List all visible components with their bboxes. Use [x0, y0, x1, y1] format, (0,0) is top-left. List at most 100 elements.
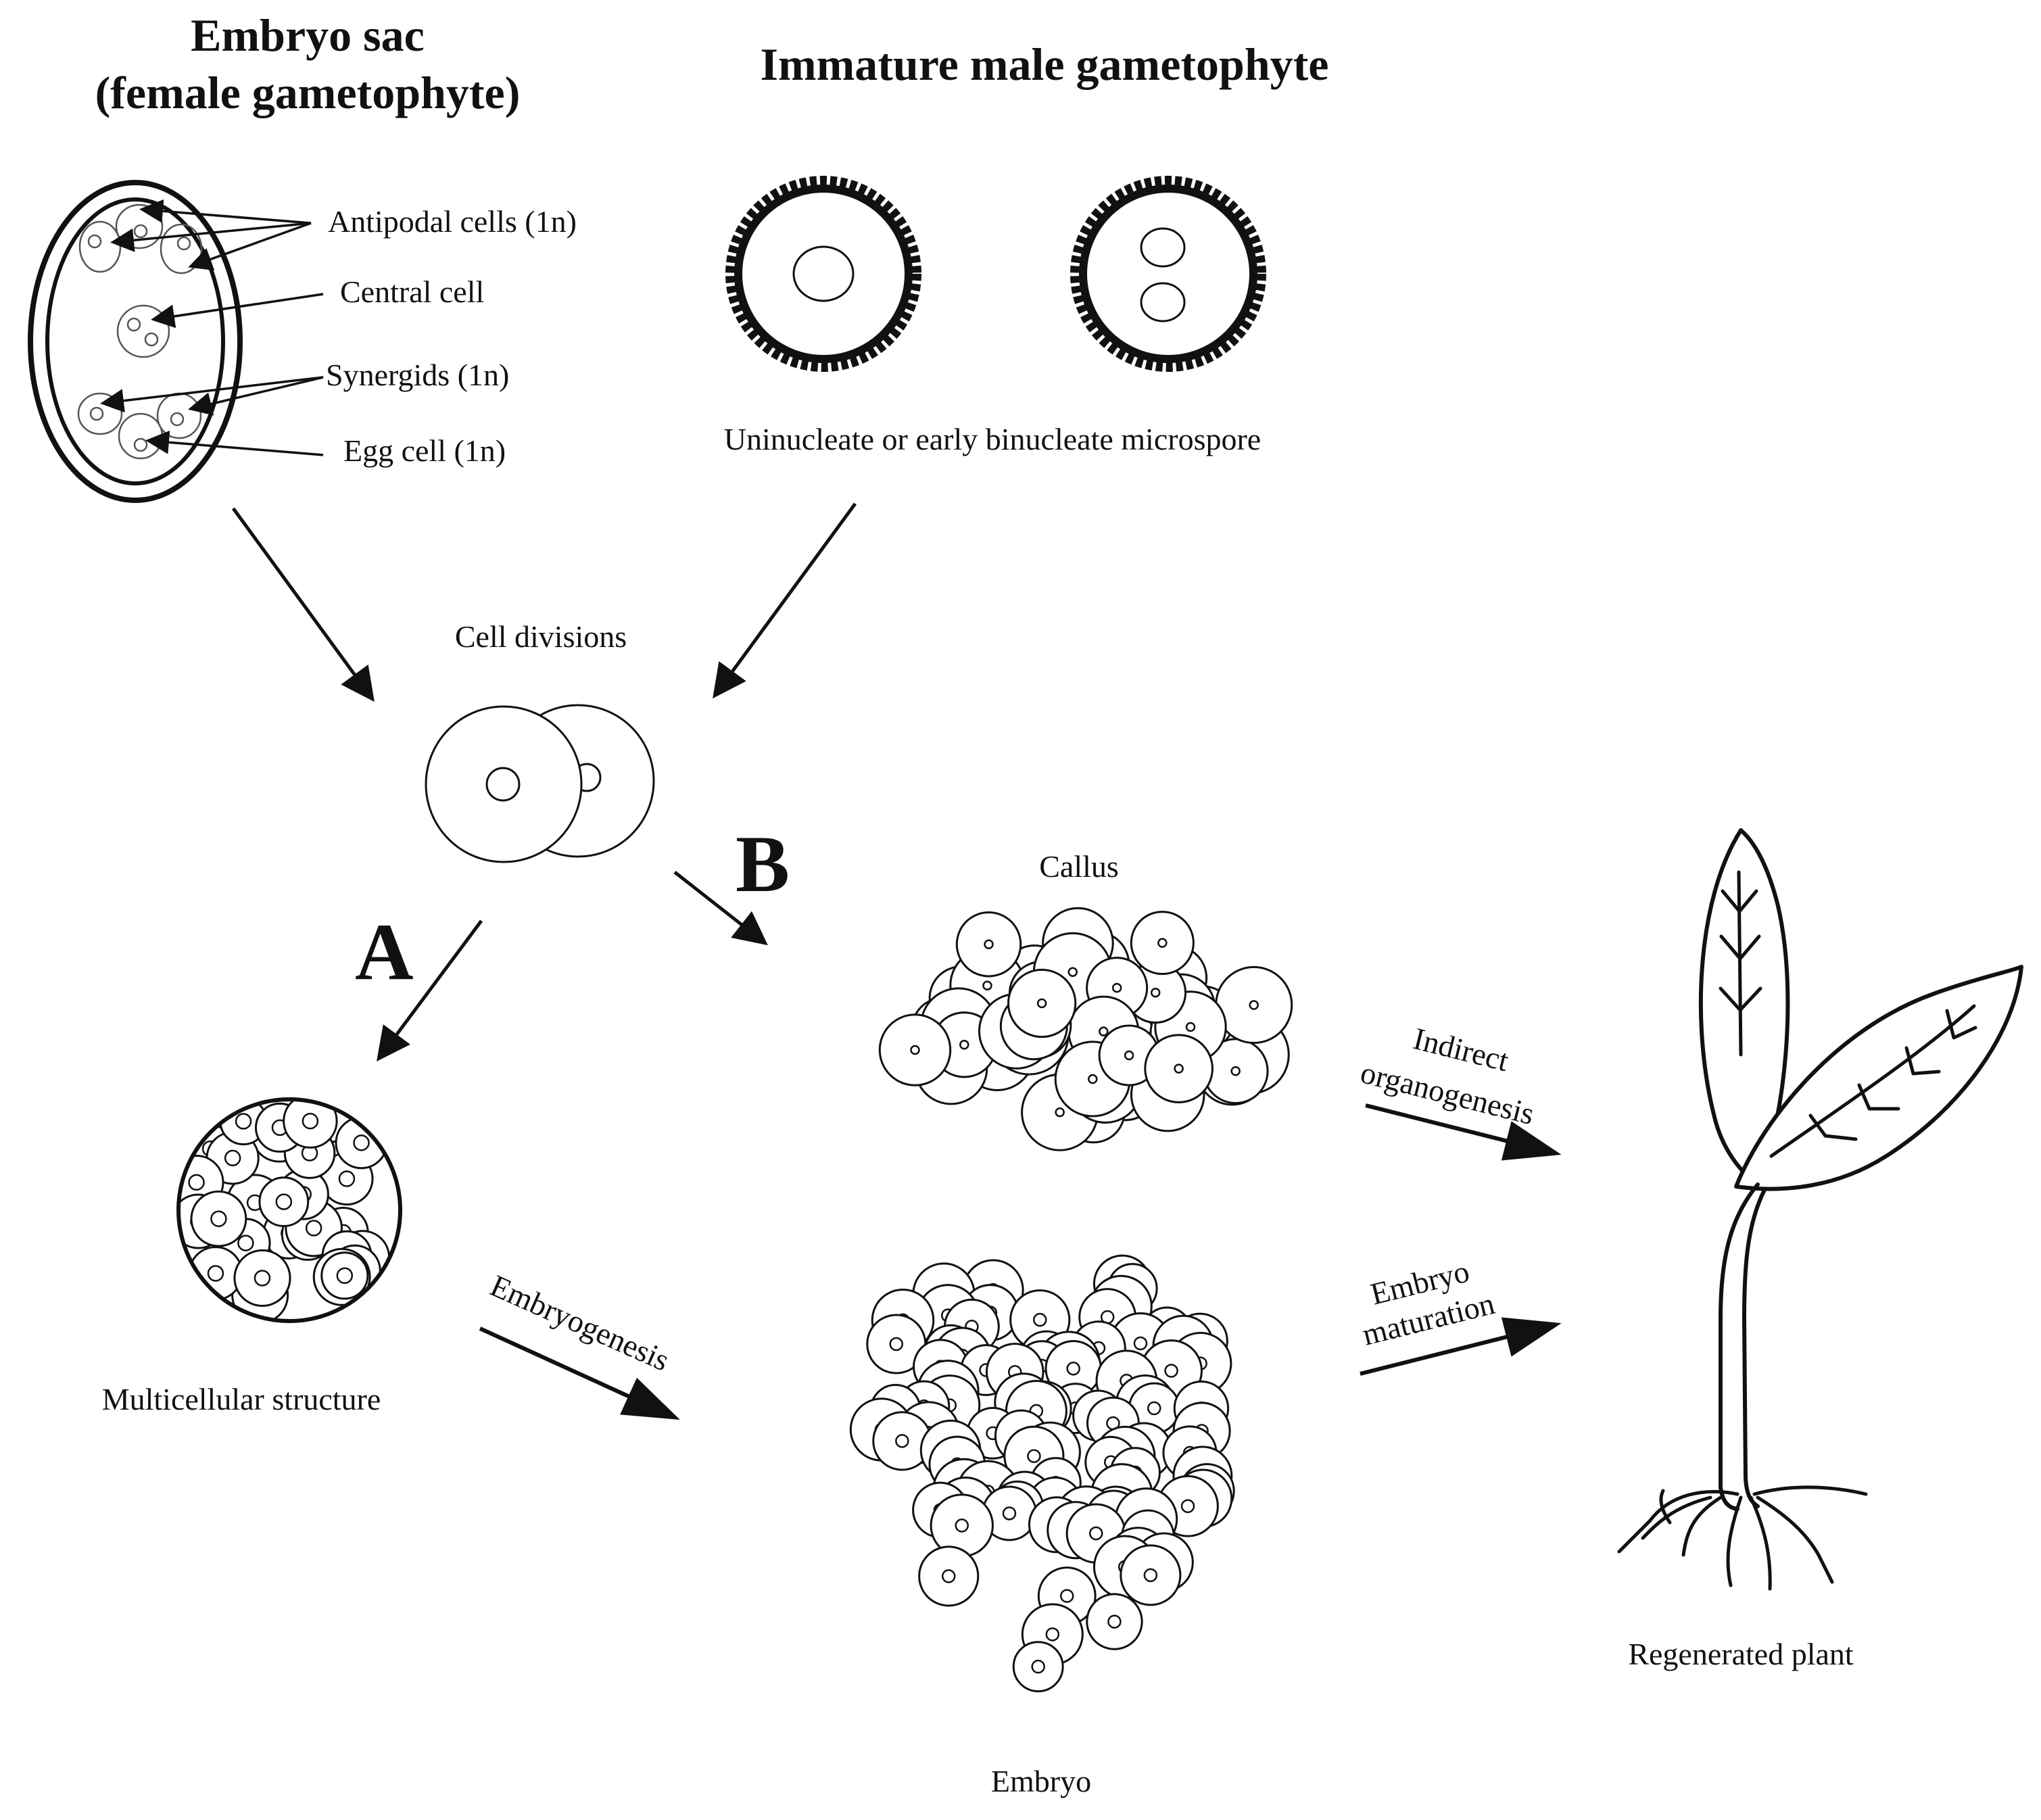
regenerated-plant-label: Regenerated plant: [1628, 1637, 1854, 1671]
uninucleate-microspore: [725, 176, 921, 372]
cell: [955, 911, 1022, 978]
cell-nucleus: [1111, 982, 1122, 993]
cell-nucleus: [955, 1518, 969, 1533]
right-leaf: [1734, 965, 2023, 1191]
male-gametophyte-title: Immature male gametophyte: [760, 39, 1328, 90]
left-leaf: [1698, 828, 1790, 1187]
cell-nucleus: [959, 1040, 969, 1050]
cell: [190, 1190, 247, 1247]
cell-nucleus: [941, 1569, 956, 1583]
cell: [258, 1176, 310, 1228]
cell-nucleus: [1033, 1312, 1047, 1327]
cell-nucleus: [1230, 1066, 1241, 1076]
cell: [1120, 1544, 1182, 1606]
cell: [918, 1546, 980, 1607]
cell-nucleus: [237, 1235, 254, 1251]
cell-nucleus: [188, 1174, 205, 1191]
cell-nucleus: [275, 1193, 293, 1210]
synergids: [77, 392, 202, 439]
cell: [283, 1101, 338, 1149]
multicellular-label: Multicellular structure: [102, 1382, 381, 1416]
embryo-sac-pointers: [100, 199, 324, 456]
cell-nucleus: [895, 1434, 909, 1448]
cell-nucleus: [207, 1265, 224, 1282]
cell-nucleus: [1249, 1000, 1259, 1010]
cell-nucleus: [889, 1337, 904, 1351]
cell: [1007, 968, 1077, 1038]
embryo-label: Embryo: [991, 1764, 1091, 1798]
cell-nucleus: [984, 939, 994, 949]
cell-nucleus: [1099, 1026, 1109, 1036]
cell-nucleus: [1164, 1364, 1178, 1378]
cell: [1144, 1034, 1214, 1103]
cell: [1215, 965, 1293, 1045]
arrow-pathway-a: [377, 919, 483, 1062]
indirect-label-line2: organogenesis: [1358, 1055, 1538, 1131]
embryo-sac: [28, 180, 324, 503]
cell-nucleus: [305, 1220, 322, 1237]
embryo-maturation-step: Embryo maturation: [1359, 1253, 1562, 1376]
cell-nucleus: [336, 1267, 354, 1285]
cell-nucleus: [1133, 1336, 1148, 1351]
cell-nucleus: [1143, 1568, 1158, 1583]
cell-nucleus: [1059, 1589, 1074, 1603]
callus-cluster: [878, 907, 1293, 1151]
cell-nucleus: [1180, 1499, 1195, 1514]
cell-nucleus: [210, 1210, 227, 1227]
cell-nucleus: [1150, 987, 1161, 998]
cell: [1130, 911, 1195, 976]
cell-nucleus: [1088, 1074, 1098, 1084]
arrow-embryo-sac-to-division: [231, 507, 375, 702]
cell-nucleus: [254, 1270, 271, 1287]
cell-nucleus: [1067, 967, 1078, 978]
central-cell: [116, 304, 170, 358]
roots: [1617, 1485, 1868, 1591]
egg-cell: [118, 412, 164, 460]
synergids-label: Synergids (1n): [326, 358, 509, 392]
pathway-a-label: A: [355, 907, 414, 997]
arrow-microspore-to-division: [713, 502, 857, 699]
egg-cell-label: Egg cell (1n): [343, 433, 506, 468]
binucleate-microspore: [1070, 176, 1266, 372]
cell-nucleus: [1088, 1526, 1103, 1541]
heart-embryo: [849, 1254, 1235, 1693]
cell: [233, 1249, 291, 1307]
regenerated-plant: [1617, 828, 2023, 1591]
cell-nucleus: [1157, 938, 1168, 948]
cell-nucleus: [1185, 1022, 1196, 1032]
cell-nucleus: [1036, 998, 1047, 1009]
cell-nucleus: [982, 980, 992, 990]
arrow-pathway-b: [673, 871, 768, 946]
cell-nucleus: [338, 1170, 356, 1187]
cell-nucleus: [1045, 1627, 1060, 1642]
cell-nucleus: [353, 1134, 370, 1151]
cell-nucleus: [1174, 1063, 1184, 1074]
cell-nucleus: [1107, 1614, 1122, 1629]
pathway-b-label: B: [736, 819, 790, 909]
cell: [1086, 1593, 1143, 1650]
cell-nucleus: [1066, 1362, 1080, 1376]
indirect-organogenesis-step: Indirect organogenesis: [1358, 1021, 1562, 1161]
cell: [1012, 1641, 1064, 1693]
embryogenesis-label: Embryogenesis: [485, 1268, 675, 1378]
dividing-cells: [425, 704, 655, 863]
cell-nucleus: [235, 1113, 252, 1130]
embryo-sac-subtitle: (female gametophyte): [95, 67, 521, 118]
embryogenesis-step: Embryogenesis: [479, 1268, 680, 1420]
cell-nucleus: [1124, 1050, 1134, 1061]
cell-nucleus: [910, 1045, 920, 1055]
microspore-label: Uninucleate or early binucleate microspo…: [724, 422, 1261, 456]
cell: [320, 1251, 369, 1300]
multicellular-structure: [176, 1097, 402, 1323]
cell-nucleus: [1031, 1659, 1045, 1674]
cell-nucleus: [1055, 1107, 1065, 1118]
cell-nucleus: [1027, 1449, 1041, 1464]
central-cell-label: Central cell: [340, 274, 484, 309]
cell: [878, 1013, 952, 1086]
callus-label: Callus: [1039, 849, 1119, 884]
stem: [1719, 1182, 1767, 1511]
cell-nucleus: [224, 1149, 241, 1167]
embryo-sac-title: Embryo sac: [191, 9, 425, 61]
cell-nucleus: [1147, 1401, 1161, 1416]
